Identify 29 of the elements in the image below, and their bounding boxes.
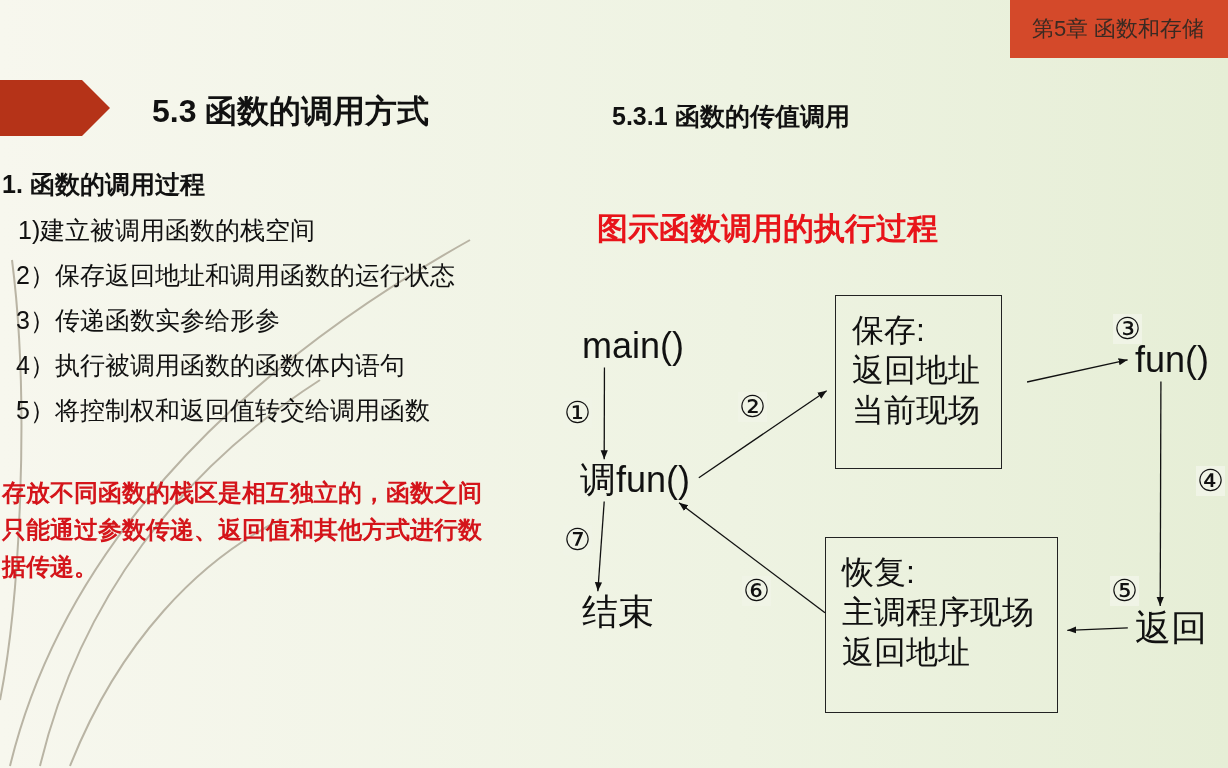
process-box: 保存: 返回地址 当前现场 (835, 295, 1002, 469)
function-label: 调fun() (580, 460, 691, 500)
slide-title: 5.3 函数的调用方式 (152, 92, 430, 131)
arrow (594, 500, 605, 592)
step-number: ⑤ (1110, 576, 1139, 606)
arrow (1156, 380, 1164, 607)
list-heading: 1. 函数的调用过程 (2, 169, 205, 200)
return-label: 返回 (1135, 608, 1207, 648)
list-item: 2）保存返回地址和调用函数的运行状态 (16, 260, 455, 291)
list-item: 1)建立被调用函数的栈空间 (18, 215, 316, 246)
list-item: 3）传递函数实参给形参 (16, 305, 280, 336)
list-item: 4）执行被调用函数的函数体内语句 (16, 350, 405, 381)
function-label: main() (582, 326, 684, 366)
arrow (600, 366, 608, 460)
arrow (1026, 358, 1129, 383)
header-bar: 第5章 函数和存储 (1010, 0, 1228, 58)
arrow (698, 390, 828, 479)
note-text: 存放不同函数的栈区是相互独立的，函数之间只能通过参数传递、返回值和其他方式进行数据传递。 (2, 478, 483, 583)
end-label: 结束 (582, 592, 654, 632)
list-item: 5）将控制权和返回值转交给调用函数 (16, 395, 430, 426)
arrow (1066, 626, 1129, 634)
step-number: ④ (1196, 466, 1225, 496)
step-number: ⑥ (742, 576, 771, 606)
step-number: ③ (1113, 314, 1142, 344)
arrow (678, 502, 826, 614)
subsection-heading: 5.3.1 函数的传值调用 (612, 101, 850, 132)
process-box: 恢复: 主调程序现场 返回地址 (825, 537, 1058, 713)
diagram-heading: 图示函数调用的执行过程 (597, 210, 938, 248)
step-number: ② (738, 392, 767, 422)
